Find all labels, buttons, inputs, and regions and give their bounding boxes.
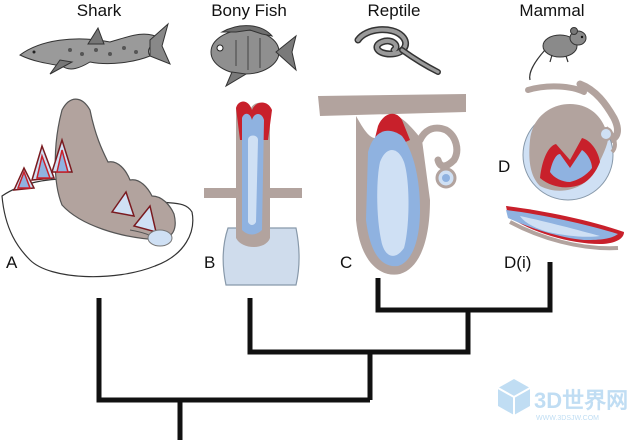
- tooth-panel-b-bony-fish: [204, 101, 302, 286]
- watermark-url: WWW.3DSJW.COM: [536, 415, 599, 422]
- tooth-panel-d-mammal: [522, 80, 621, 201]
- taxon-label-bony-fish: Bony Fish: [211, 1, 287, 20]
- tooth-panel-a-shark: [1, 98, 194, 278]
- panel-label-d-i: D(i): [504, 253, 531, 272]
- tree-branch-tetrapod-join: [370, 310, 471, 355]
- tooth-panel-di-mammal-section: [506, 206, 624, 251]
- tree-branch-shark: [96, 298, 183, 440]
- mammal-illustration: [529, 27, 587, 81]
- taxon-label-mammal: Mammal: [519, 1, 584, 20]
- taxon-label-reptile: Reptile: [368, 1, 421, 20]
- cube-logo-icon: [497, 379, 531, 415]
- bony-fish-illustration: [210, 25, 297, 88]
- tree-branch-reptile-mammal: [375, 262, 553, 313]
- reptile-illustration: [354, 26, 441, 75]
- panel-label-a: A: [6, 253, 18, 272]
- shark-illustration: [19, 22, 171, 75]
- watermark: 3D世界网 WWW.3DSJW.COM: [497, 379, 628, 422]
- tooth-panel-c-reptile: [318, 94, 466, 275]
- phylogenetic-tree: [96, 262, 553, 440]
- tree-branch-bony-fish: [247, 298, 370, 355]
- panel-label-c: C: [340, 253, 352, 272]
- watermark-brand: 3D世界网: [534, 388, 628, 413]
- panel-label-b: B: [204, 253, 215, 272]
- taxon-label-shark: Shark: [77, 1, 122, 20]
- panel-label-d: D: [498, 157, 510, 176]
